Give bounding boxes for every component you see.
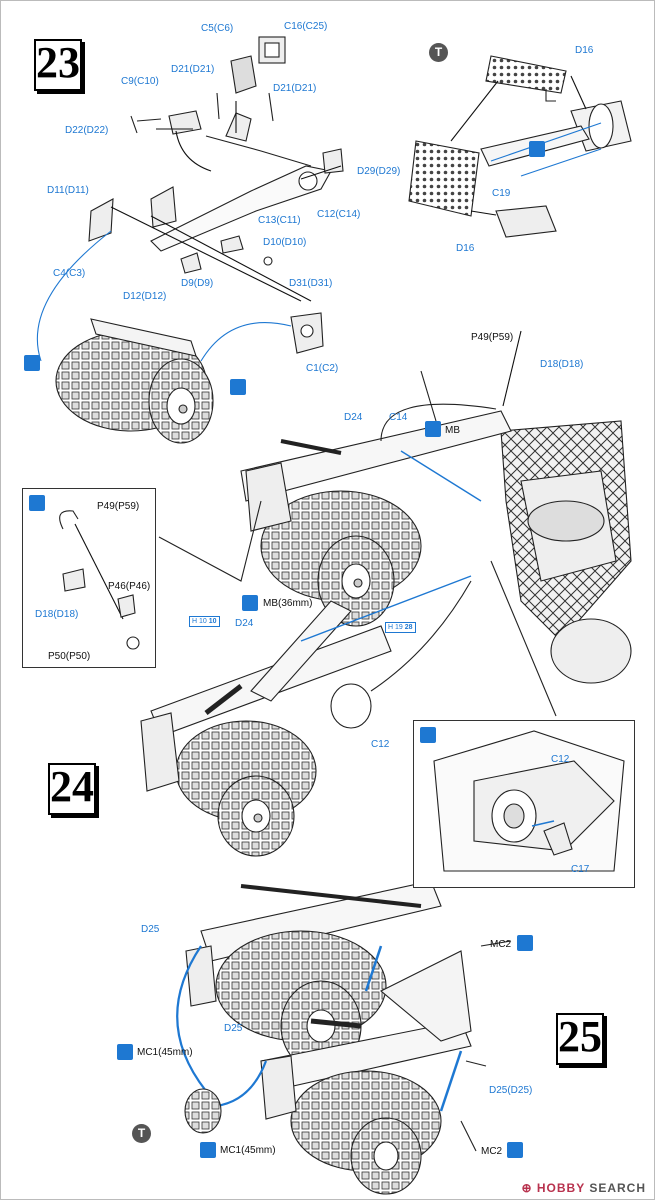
roller-24a xyxy=(240,410,512,627)
roller-d12 xyxy=(55,318,214,444)
label-d22: D22(D22) xyxy=(65,125,109,136)
label-mc2b: MC2 xyxy=(481,1146,503,1157)
arm-c13 xyxy=(150,165,332,252)
step-25-number: 25 xyxy=(556,1013,604,1065)
label-d21a: D21(D21) xyxy=(171,64,215,75)
tool-icon-2 xyxy=(420,727,436,743)
cement-icon-mc1a xyxy=(117,1044,133,1060)
label-mb: MB xyxy=(445,425,460,436)
label-d24b: D24 xyxy=(235,618,254,629)
label-p49: P49(P59) xyxy=(471,332,514,343)
detail-inset-c12: C12 C17 xyxy=(413,720,635,888)
label-d21b: D21(D21) xyxy=(273,83,317,94)
label-mb36: MB(36mm) xyxy=(263,598,313,609)
label-t-d16b: D16 xyxy=(456,243,475,254)
glue-icon-a xyxy=(24,355,40,371)
cement-icon-mb xyxy=(425,421,441,437)
detail-inset-p49: P49(P59) D18(D18) P46(P46) P50(P50) xyxy=(22,488,156,668)
label-d29: D29(D29) xyxy=(357,166,401,177)
tool-icon xyxy=(29,495,45,511)
hobbysearch-watermark: ⊕ HOBBY SEARCH xyxy=(521,1181,646,1195)
code-h19: H 19 28 xyxy=(385,622,416,633)
inset-drawing xyxy=(59,510,140,650)
tank-hull xyxy=(500,420,632,684)
tread-plate-top xyxy=(408,55,632,238)
cement-icon-mb36 xyxy=(242,595,258,611)
inset-label-p50: P50(P50) xyxy=(48,651,91,662)
watermark-brand: HOBBY xyxy=(536,1181,585,1195)
label-d9: D9(D9) xyxy=(181,278,214,289)
label-mc1b: MC1(45mm) xyxy=(220,1145,276,1156)
code-h10: H 10 10 xyxy=(189,616,220,627)
t-badge-top: T xyxy=(429,43,448,62)
inset2-label-c12: C12 xyxy=(551,754,570,765)
t-badge-bottom: T xyxy=(132,1124,151,1143)
label-d31: D31(D31) xyxy=(289,278,333,289)
label-c9: C9(C10) xyxy=(121,76,159,87)
step-24-number: 24 xyxy=(48,763,96,815)
label-d18: D18(D18) xyxy=(540,359,584,370)
label-c14: C14 xyxy=(389,412,408,423)
roller-24b xyxy=(140,600,392,857)
inset-label-d18: D18(D18) xyxy=(35,609,79,620)
label-d12: D12(D12) xyxy=(123,291,167,302)
label-d25c: D25(D25) xyxy=(489,1085,533,1096)
label-d10: D10(D10) xyxy=(263,237,307,248)
label-c5: C5(C6) xyxy=(201,23,234,34)
label-d11: D11(D11) xyxy=(47,185,89,196)
label-mc1a: MC1(45mm) xyxy=(137,1047,193,1058)
label-c16: C16(C25) xyxy=(284,21,328,32)
assembly-25 xyxy=(185,880,472,1195)
label-mc2a: MC2 xyxy=(490,939,512,950)
inset2-label-c17: C17 xyxy=(571,864,590,875)
label-t-d16a: D16 xyxy=(575,45,594,56)
watermark-suffix: SEARCH xyxy=(589,1181,646,1195)
label-d24a: D24 xyxy=(344,412,363,423)
inset-label-p49: P49(P59) xyxy=(97,501,140,512)
cement-icon-mc2a xyxy=(517,935,533,951)
label-c12-24: C12 xyxy=(371,739,390,750)
label-c1: C1(C2) xyxy=(306,363,339,374)
label-c12: C12(C14) xyxy=(317,209,361,220)
label-t-c19: C19 xyxy=(492,188,511,199)
glue-icon-c xyxy=(529,141,545,157)
inset2-drawing xyxy=(433,730,625,872)
label-c13: C13(C11) xyxy=(258,215,301,226)
label-d25b: D25 xyxy=(224,1023,243,1034)
watermark-logo-icon: ⊕ xyxy=(521,1181,533,1195)
inset-label-p46: P46(P46) xyxy=(108,581,151,592)
cement-icon-mc1b xyxy=(200,1142,216,1158)
glue-icon-b xyxy=(230,379,246,395)
step-23-number: 23 xyxy=(34,39,82,91)
label-d25a: D25 xyxy=(141,924,160,935)
label-c4: C4(C3) xyxy=(53,268,86,279)
cement-icon-mc2b xyxy=(507,1142,523,1158)
